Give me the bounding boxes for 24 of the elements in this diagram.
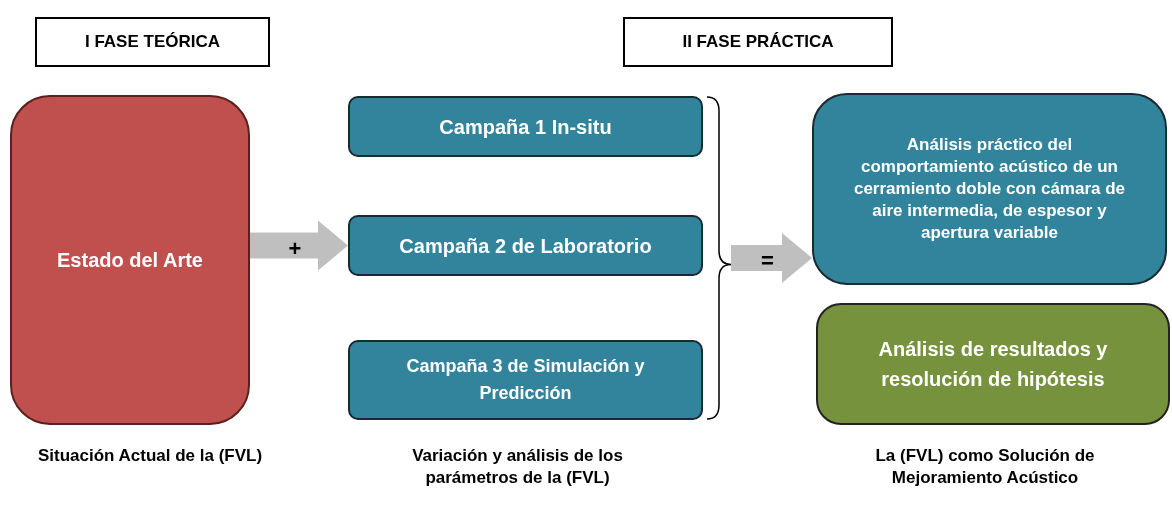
block-arrow: [250, 220, 348, 271]
node-text: Análisis práctico del comportamiento acústico de un cerramiento doble con cámara de aire intermedia, de espesor y apertura variable: [852, 133, 1127, 245]
node-text: Campaña 3 de Simulación y Predicción: [405, 355, 646, 405]
process-box: [348, 340, 703, 420]
caption: Situación Actual de la (FVL): [36, 445, 264, 467]
process-box: [10, 95, 250, 425]
node-text: Campaña 1 In-situ: [439, 114, 612, 140]
curly-brace: [707, 96, 731, 420]
caption: La (FVL) como Solución de Mejoramiento Acústico: [874, 445, 1096, 490]
edge-label: +: [288, 237, 302, 260]
caption: Variación y análisis de los parámetros de la (FVL): [411, 445, 624, 490]
block-arrow: [731, 233, 812, 283]
process-box: [348, 96, 703, 157]
node-text: Análisis de resultados y resolución de hipótesis: [877, 337, 1109, 392]
phase-box: [35, 17, 270, 67]
node-text: Estado del Arte: [57, 248, 203, 273]
node-text: II FASE PRÁCTICA: [682, 31, 834, 54]
node-text: Campaña 2 de Laboratorio: [399, 233, 652, 259]
node-text: I FASE TEÓRICA: [84, 31, 221, 54]
process-box: [812, 93, 1167, 285]
phase-box: [623, 17, 893, 67]
edge-label: =: [761, 250, 774, 272]
process-box: [348, 215, 703, 276]
process-box: [816, 303, 1170, 425]
